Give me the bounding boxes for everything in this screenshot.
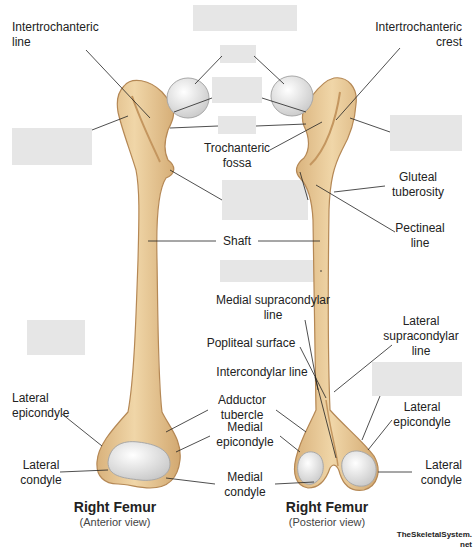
leader-line <box>378 472 412 473</box>
leader-line <box>256 124 306 126</box>
blank-box <box>12 128 92 165</box>
leader-line <box>60 470 108 472</box>
leader-line <box>195 56 222 84</box>
part-label: Medial condyle <box>212 470 278 500</box>
leader-line <box>316 185 395 232</box>
part-label: Shaft <box>212 234 262 249</box>
part-label: Adductor tubercle <box>204 393 280 423</box>
bone-ridge <box>132 96 160 162</box>
condyle-cartilage <box>298 452 324 484</box>
bone-ridge <box>326 400 338 466</box>
femur-bone <box>97 80 180 488</box>
leader-line <box>174 98 212 112</box>
part-label: Popliteal surface <box>188 336 314 351</box>
view-title: Right Femur <box>55 498 175 516</box>
leader-line <box>86 50 150 118</box>
part-label: Trochanteric fossa <box>192 141 282 171</box>
leader-line <box>315 377 336 458</box>
leader-line <box>300 172 308 200</box>
blank-box <box>218 116 256 134</box>
leader-line <box>368 420 392 450</box>
leader-line <box>275 482 314 484</box>
view-subtitle: (Anterior view) <box>55 515 175 529</box>
leader-line <box>350 118 390 132</box>
femur-bone <box>295 78 379 491</box>
part-label: Intertrochanteric line <box>12 20 117 50</box>
blank-box <box>193 5 297 31</box>
leader-line <box>336 48 400 120</box>
patellar-surface <box>108 442 170 481</box>
part-label: Lateral condyle <box>12 458 70 488</box>
femoral-head <box>271 76 313 116</box>
leader-line <box>170 170 222 200</box>
leader-line <box>170 126 218 128</box>
blank-box <box>220 45 256 63</box>
leader-line <box>280 436 300 452</box>
leader-line <box>254 56 284 84</box>
blank-box <box>372 362 462 396</box>
leader-line <box>334 345 392 392</box>
part-label: Lateral epicondyle <box>384 400 460 430</box>
leader-line <box>148 241 216 242</box>
leader-line <box>320 271 322 272</box>
view-title: Right Femur <box>267 498 387 516</box>
leader-line <box>92 116 128 130</box>
blank-box <box>390 115 462 151</box>
leader-line <box>362 396 380 440</box>
part-label: Pectineal line <box>386 221 454 251</box>
leader-line <box>176 436 210 452</box>
part-label: Lateral supracondylar line <box>378 314 464 359</box>
leader-line <box>166 410 208 432</box>
watermark: TheSkeletalSystem.net <box>392 530 472 550</box>
leader-line <box>334 186 385 192</box>
leader-line <box>276 410 306 432</box>
leader-lines <box>60 48 412 484</box>
blank-box <box>220 260 320 282</box>
condyle-cartilage <box>342 451 376 486</box>
leader-line <box>270 122 322 150</box>
part-label: Intertrochanteric crest <box>350 20 462 50</box>
part-label: Gluteal tuberosity <box>378 170 458 200</box>
anterior-femur <box>97 78 209 488</box>
part-label: Medial supracondylar line <box>214 293 332 323</box>
blank-box <box>222 180 308 220</box>
view-subtitle: (Posterior view) <box>267 515 387 529</box>
leader-line <box>166 478 215 484</box>
blank-box <box>212 77 262 103</box>
bone-ridge <box>310 92 340 165</box>
leader-line <box>258 241 320 242</box>
femoral-head <box>167 78 209 118</box>
part-label: Lateral epicondyle <box>12 391 82 421</box>
part-label: Medial epicondyle <box>207 420 283 450</box>
posterior-femur <box>271 76 378 490</box>
leader-line <box>262 98 306 112</box>
blank-box <box>27 320 85 355</box>
part-label: Intercondylar line <box>199 365 325 380</box>
part-label: Lateral condyle <box>404 458 462 488</box>
